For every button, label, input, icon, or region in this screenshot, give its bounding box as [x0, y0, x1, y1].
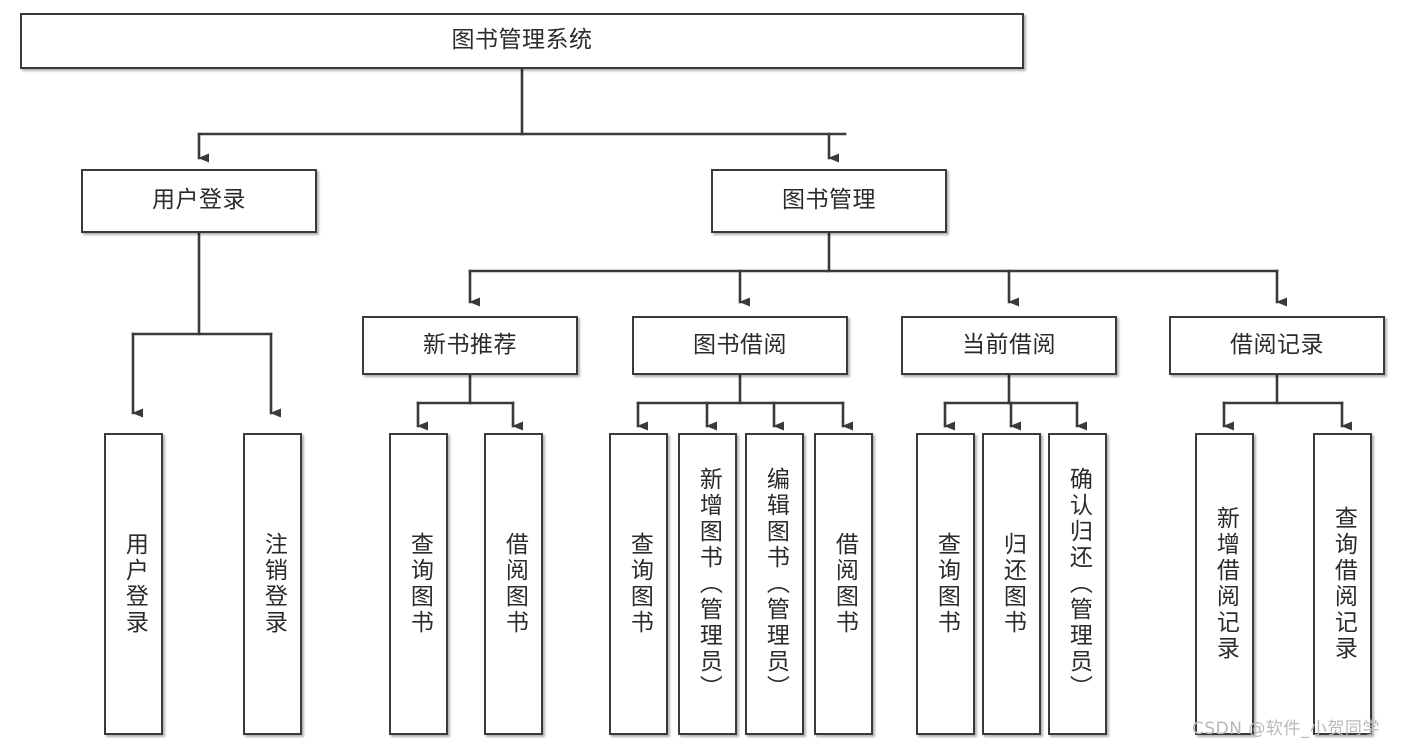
- node-leaf-confirm-return[interactable]: 确认归还（管理员）: [1048, 433, 1107, 735]
- node-book-manage[interactable]: 图书管理: [711, 169, 947, 233]
- node-leaf-query-record[interactable]: 查询借阅记录: [1313, 433, 1372, 735]
- node-leaf-query-book-1[interactable]: 查询图书: [389, 433, 448, 735]
- node-leaf-edit-book[interactable]: 编辑图书（管理员）: [745, 433, 804, 735]
- node-leaf-query-book-1-label: 查询图书: [406, 532, 433, 636]
- node-new-book-recommend-label: 新书推荐: [423, 331, 517, 358]
- node-leaf-borrow-book-1-label: 借阅图书: [501, 532, 528, 636]
- node-leaf-edit-book-label: 编辑图书（管理员）: [762, 467, 789, 701]
- node-leaf-user-login-label: 用户登录: [121, 532, 148, 636]
- node-leaf-return-book-label: 归还图书: [999, 532, 1026, 636]
- node-leaf-return-book[interactable]: 归还图书: [982, 433, 1041, 735]
- node-leaf-add-book-label: 新增图书（管理员）: [695, 467, 722, 701]
- node-leaf-borrow-book-1[interactable]: 借阅图书: [484, 433, 543, 735]
- node-borrow-record[interactable]: 借阅记录: [1169, 316, 1385, 375]
- node-user-login[interactable]: 用户登录: [81, 169, 317, 233]
- node-root[interactable]: 图书管理系统: [20, 13, 1024, 69]
- node-leaf-user-login[interactable]: 用户登录: [104, 433, 163, 735]
- node-current-borrow-label: 当前借阅: [962, 331, 1056, 358]
- node-leaf-query-record-label: 查询借阅记录: [1330, 506, 1357, 662]
- node-book-manage-label: 图书管理: [782, 187, 876, 214]
- node-root-label: 图书管理系统: [451, 27, 593, 54]
- node-current-borrow[interactable]: 当前借阅: [901, 316, 1117, 375]
- node-leaf-query-book-2[interactable]: 查询图书: [609, 433, 668, 735]
- node-leaf-add-record[interactable]: 新增借阅记录: [1195, 433, 1254, 735]
- node-user-login-label: 用户登录: [152, 187, 246, 214]
- node-leaf-add-record-label: 新增借阅记录: [1212, 506, 1239, 662]
- node-leaf-add-book[interactable]: 新增图书（管理员）: [678, 433, 737, 735]
- node-leaf-borrow-book-2-label: 借阅图书: [831, 532, 858, 636]
- node-leaf-query-book-3[interactable]: 查询图书: [916, 433, 975, 735]
- node-new-book-recommend[interactable]: 新书推荐: [362, 316, 578, 375]
- node-leaf-logout-login-label: 注销登录: [260, 532, 287, 636]
- node-leaf-logout-login[interactable]: 注销登录: [243, 433, 302, 735]
- watermark: CSDN @软件_小贺同学: [1192, 719, 1380, 739]
- node-book-borrow-label: 图书借阅: [693, 331, 787, 358]
- node-borrow-record-label: 借阅记录: [1230, 331, 1324, 358]
- node-leaf-confirm-return-label: 确认归还（管理员）: [1065, 467, 1092, 701]
- node-leaf-borrow-book-2[interactable]: 借阅图书: [814, 433, 873, 735]
- node-book-borrow[interactable]: 图书借阅: [632, 316, 848, 375]
- node-leaf-query-book-2-label: 查询图书: [626, 532, 653, 636]
- node-leaf-query-book-3-label: 查询图书: [933, 532, 960, 636]
